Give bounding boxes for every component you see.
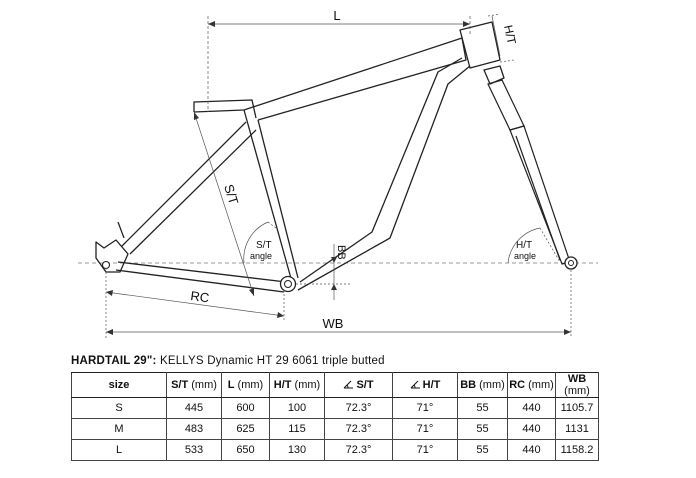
- model-caption: HARDTAIL 29": KELLYS Dynamic HT 29 6061 …: [71, 355, 385, 367]
- dim-chainstay: [105, 268, 285, 322]
- label-head-angle-bottom: angle: [514, 251, 536, 261]
- table-cell: 625: [221, 418, 270, 440]
- header-cell: RC (mm): [507, 372, 556, 398]
- table-cell: 650: [221, 439, 270, 461]
- table-cell: 71°: [392, 397, 458, 419]
- table-cell: 55: [457, 397, 508, 419]
- table-cell: 533: [166, 439, 222, 461]
- label-seat-angle-top: S/T: [256, 240, 272, 251]
- suspension-fork: [487, 79, 571, 265]
- label-bb: BB: [335, 245, 347, 260]
- angle-icon: [410, 380, 420, 389]
- down-tube: [297, 57, 471, 291]
- table-header-row: size S/T (mm) L (mm) H/T (mm) S/T H/T BB…: [71, 372, 599, 398]
- label-head-tube: H/T: [501, 24, 519, 46]
- model-name: HARDTAIL 29":: [71, 355, 157, 367]
- label-head-angle-top: H/T: [516, 240, 532, 251]
- table-row: L 533 650 130 72.3° 71° 55 440 1158.2: [71, 439, 599, 461]
- table-cell: 440: [507, 418, 556, 440]
- header-cell: BB (mm): [457, 372, 508, 398]
- dim-bb-drop: [296, 244, 352, 300]
- header-cell: H/T (mm): [269, 372, 325, 398]
- table-cell: 71°: [392, 439, 458, 461]
- header-cell: L (mm): [221, 372, 270, 398]
- table-cell: 440: [507, 397, 556, 419]
- table-cell: 72.3°: [324, 418, 393, 440]
- table-cell: M: [71, 418, 167, 440]
- bike-frame: [95, 21, 505, 293]
- seat-post: [193, 99, 257, 119]
- bottom-bracket: [279, 275, 297, 293]
- header-cell: WB (mm): [555, 372, 599, 398]
- label-l: L: [333, 8, 340, 23]
- table-cell: 445: [166, 397, 222, 419]
- seat-angle-marker: [243, 221, 277, 264]
- table-cell: 130: [269, 439, 325, 461]
- dim-seat-tube-length: [193, 111, 255, 297]
- geometry-table: size S/T (mm) L (mm) H/T (mm) S/T H/T BB…: [71, 372, 599, 461]
- label-rc: RC: [190, 288, 211, 305]
- header-cell: H/T: [392, 372, 458, 398]
- table-cell: 71°: [392, 418, 458, 440]
- steerer: [483, 65, 505, 85]
- front-axle: [564, 256, 578, 270]
- table-cell: 600: [221, 397, 270, 419]
- label-seat-tube: S/T: [221, 182, 241, 206]
- seat-stay: [121, 121, 257, 255]
- label-seat-angle-bottom: angle: [250, 251, 272, 261]
- header-cell: S/T: [324, 372, 393, 398]
- table-cell: 100: [269, 397, 325, 419]
- table-cell: 72.3°: [324, 439, 393, 461]
- table-cell: 483: [166, 418, 222, 440]
- head-tube: [459, 21, 501, 69]
- rear-axle: [101, 260, 111, 270]
- rear-dropout: [95, 239, 129, 273]
- seat-tube: [243, 109, 299, 283]
- table-cell: 72.3°: [324, 397, 393, 419]
- header-cell: size: [71, 372, 167, 398]
- dim-wheelbase: [105, 270, 572, 338]
- table-cell: 1105.7: [555, 397, 599, 419]
- chain-stay: [115, 261, 287, 293]
- table-cell: S: [71, 397, 167, 419]
- table-row: S 445 600 100 72.3° 71° 55 440 1105.7: [71, 397, 599, 419]
- header-cell: S/T (mm): [166, 372, 222, 398]
- dim-head-tube-length: [487, 13, 515, 63]
- table-cell: 55: [457, 418, 508, 440]
- table-cell: 55: [457, 439, 508, 461]
- table-row: M 483 625 115 72.3° 71° 55 440 1131: [71, 418, 599, 440]
- model-description: KELLYS Dynamic HT 29 6061 triple butted: [156, 355, 385, 367]
- label-wb: WB: [323, 316, 344, 331]
- table-cell: L: [71, 439, 167, 461]
- table-cell: 440: [507, 439, 556, 461]
- dim-top-tube-length: [207, 16, 471, 112]
- head-angle-marker: [507, 227, 561, 264]
- frame-geometry-diagram: L H/T S/T S/T angle H/T angle BB: [78, 8, 598, 338]
- table-cell: 115: [269, 418, 325, 440]
- angle-icon: [344, 380, 354, 389]
- top-tube: [193, 37, 467, 121]
- table-cell: 1158.2: [555, 439, 599, 461]
- table-cell: 1131: [555, 418, 599, 440]
